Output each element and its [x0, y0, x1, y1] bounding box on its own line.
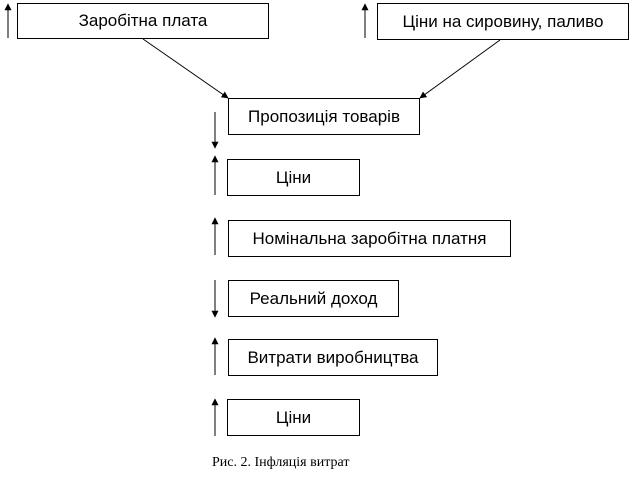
figure-caption: Рис. 2. Інфляція витрат — [212, 455, 350, 470]
production-costs-box: Витрати виробництва — [228, 339, 438, 376]
arrow-raw-prices-to-supply — [419, 39, 501, 99]
prices-box-2: Ціни — [227, 399, 360, 436]
real-income-box: Реальний доход — [228, 280, 399, 317]
arrow-wages-to-supply — [142, 38, 229, 99]
supply-box: Пропозиція товарів — [228, 98, 420, 135]
nominal-wage-box: Номінальна заробітна платня — [228, 220, 511, 257]
wages-box: Заробітна плата — [17, 3, 269, 39]
raw-prices-box: Ціни на сировину, паливо — [377, 3, 629, 40]
prices-box-1: Ціни — [227, 159, 360, 196]
